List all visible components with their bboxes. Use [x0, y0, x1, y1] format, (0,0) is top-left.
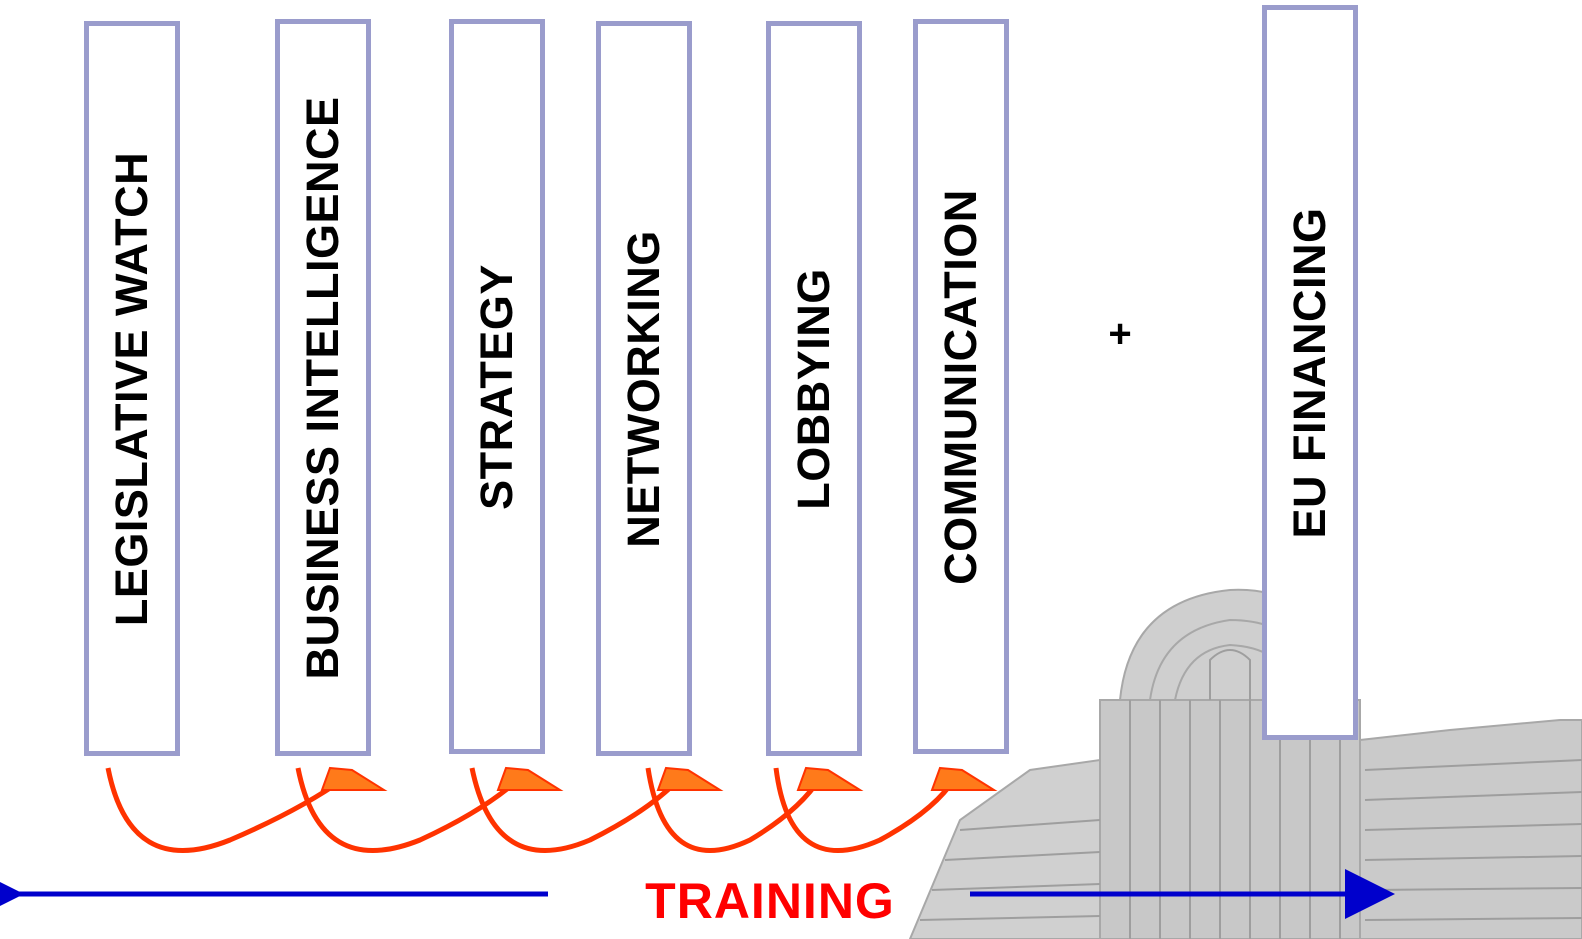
curve-arrow-2: [295, 767, 522, 853]
curve-arrowhead-5: [930, 766, 998, 791]
business-intelligence-box: BUSINESS INTELLIGENCE: [275, 19, 371, 756]
curve-arrowhead-3: [656, 766, 724, 791]
eu-financing-box: EU FINANCING: [1262, 5, 1358, 740]
curve-arrowhead-1: [320, 766, 388, 791]
strategy-box: STRATEGY: [449, 19, 545, 754]
lobbying-box: LOBBYING: [766, 21, 862, 756]
curve-arrowhead-4: [796, 766, 864, 791]
curve-arrow-4: [645, 767, 823, 853]
curve-arrowheads: [320, 766, 998, 791]
legislative-watch-box: LEGISLATIVE WATCH: [84, 21, 180, 756]
curve-arrowhead-2: [496, 766, 564, 791]
curved-arrow-group: [105, 767, 958, 853]
curve-arrow-1: [105, 767, 347, 853]
plus-sign: +: [1108, 312, 1132, 356]
training-label: TRAINING: [645, 873, 895, 929]
curve-arrow-5: [773, 767, 958, 853]
communication-box: COMMUNICATION: [913, 19, 1009, 754]
networking-box: NETWORKING: [596, 21, 692, 756]
